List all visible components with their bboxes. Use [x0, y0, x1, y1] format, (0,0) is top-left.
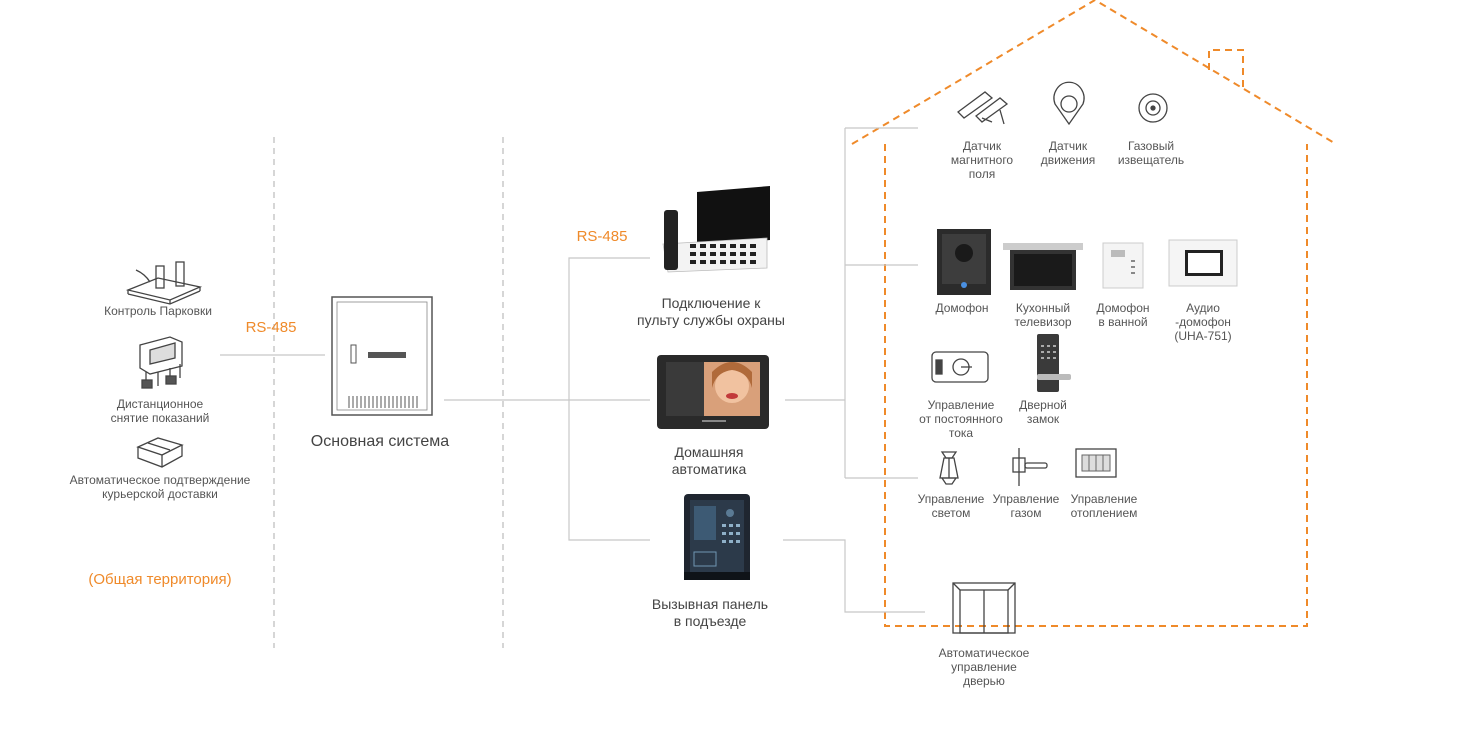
motion-sensor-icon: [1053, 81, 1085, 126]
auto-door-label: Автоматическое управление дверью: [938, 646, 1030, 688]
entrance-label: Вызывная панель в подъезде: [651, 596, 769, 629]
gas-detector-icon: [1138, 93, 1168, 123]
gas-detector-label: Газовый извещатель: [1117, 139, 1185, 167]
dc-control-label: Управление от постоянного тока: [919, 398, 1003, 440]
dc-control-icon: [931, 351, 989, 383]
delivery-label: Автоматическое подтверждение курьерской …: [69, 473, 251, 501]
house-outline: [851, 0, 1337, 627]
protocol-label-right: RS-485: [576, 228, 628, 245]
main-system-label: Основная система: [310, 433, 450, 450]
connection-lines: [220, 127, 925, 613]
main-system-cabinet: [331, 296, 433, 416]
magnetic-sensor-icon: [957, 91, 1009, 125]
meter-label: Дистанционное снятие показаний: [110, 397, 210, 425]
delivery-icon: [136, 437, 184, 468]
meter-icon: [139, 336, 183, 389]
audio-intercom-icon: [1168, 239, 1238, 287]
security-label: Подключение к пульту службы охраны: [637, 295, 785, 328]
auto-door-icon: [952, 582, 1016, 634]
light-control-label: Управление светом: [917, 492, 985, 520]
heating-control-label: Управление отоплением: [1070, 492, 1138, 520]
bath-intercom-label: Домофон в ванной: [1096, 301, 1150, 329]
parking-icon: [125, 261, 203, 305]
intercom-label: Домофон: [935, 301, 989, 315]
magnetic-label: Датчик магнитного поля: [950, 139, 1014, 181]
security-phone-icon: [662, 186, 770, 273]
zone-label: (Общая территория): [88, 571, 232, 588]
door-lock-icon: [1037, 334, 1071, 392]
bath-intercom-icon: [1102, 242, 1144, 289]
gas-control-label: Управление газом: [992, 492, 1060, 520]
entrance-panel-icon: [684, 494, 750, 580]
audio-intercom-label: Аудио -домофон (UHA-751): [1174, 301, 1232, 343]
intercom-icon: [937, 229, 991, 295]
kitchen-tv-label: Кухонный телевизор: [1014, 301, 1072, 329]
heating-control-icon: [1075, 448, 1117, 478]
protocol-label-left: RS-485: [245, 319, 297, 336]
light-control-icon: [939, 451, 959, 485]
door-lock-label: Дверной замок: [1019, 398, 1067, 426]
parking-label: Контроль Парковки: [104, 304, 212, 318]
kitchen-tv-icon: [1003, 243, 1083, 290]
automation-label: Домашняя автоматика: [671, 444, 747, 477]
motion-label: Датчик движения: [1040, 139, 1096, 167]
home-automation-monitor: [657, 355, 769, 429]
gas-control-icon: [1012, 448, 1048, 486]
